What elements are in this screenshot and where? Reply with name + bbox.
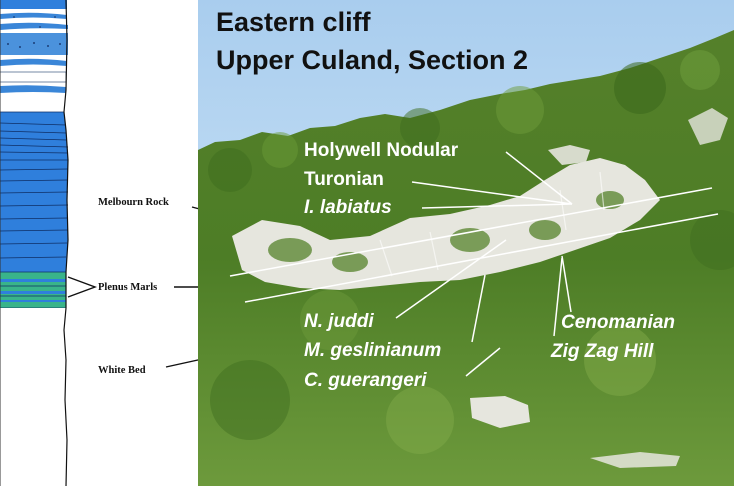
chalk-streaks xyxy=(379,171,605,277)
labiatus-pointer xyxy=(421,203,573,209)
melbourn-rock-label: Melbourn Rock xyxy=(98,197,169,208)
guerangeri-pointer xyxy=(465,347,501,377)
geslinianum-label: M. geslinianum xyxy=(304,340,441,361)
juddi-label: N. juddi xyxy=(304,311,374,332)
zigzag-label: Zig Zag Hill xyxy=(550,341,654,362)
guerangeri-label: C. guerangeri xyxy=(304,370,427,391)
white-bed-label: White Bed xyxy=(98,365,146,376)
turonian-label: Turonian xyxy=(304,169,384,190)
cliff-photo: Holywell Nodular Turonian I. labiatus N.… xyxy=(198,0,734,486)
cenomanian-pointer xyxy=(561,255,572,313)
geslinianum-pointer xyxy=(471,274,486,343)
zigzag-pointer xyxy=(553,257,563,337)
log-lower-chalk xyxy=(0,308,66,486)
holywell-label: Holywell Nodular xyxy=(304,140,459,161)
turonian-pointer xyxy=(411,181,573,205)
upper-bedding-line xyxy=(229,187,713,277)
labiatus-label: I. labiatus xyxy=(304,197,392,218)
holywell-pointer xyxy=(505,151,573,205)
figure-title-line2: Upper Culand, Section 2 xyxy=(216,45,528,75)
log-blue-chalk xyxy=(0,111,69,272)
plenus-marls-label: Plenus Marls xyxy=(98,282,157,293)
photo-pointers xyxy=(395,151,573,377)
figure-title-line1: Eastern cliff xyxy=(216,7,372,37)
foliage-texture xyxy=(208,50,734,454)
log-upper-chalk xyxy=(0,0,68,112)
juddi-pointer xyxy=(395,239,507,319)
stratigraphic-log: Melbourn Rock Plenus Marls White Bed xyxy=(0,0,334,486)
plenus-marls-bracket xyxy=(67,276,98,298)
log-edge xyxy=(63,0,69,486)
cenomanian-label: Cenomanian xyxy=(561,312,675,333)
log-plenus-marls xyxy=(0,271,66,309)
